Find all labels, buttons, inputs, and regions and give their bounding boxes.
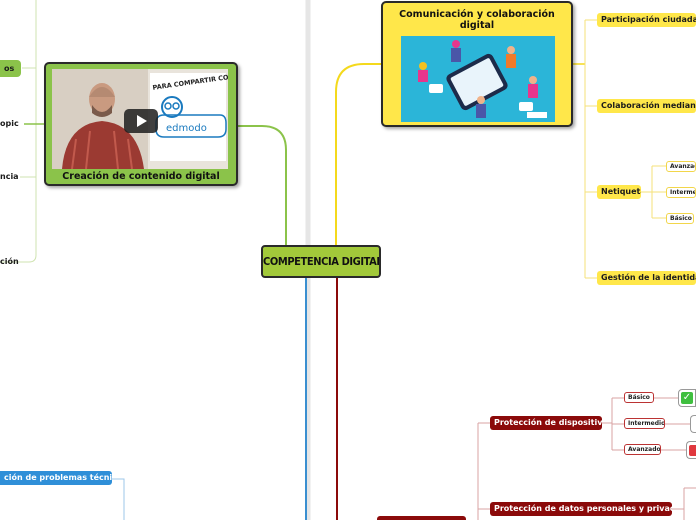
red-item-data-protection[interactable]: Protección de datos personales y privaci… [490,502,672,516]
video-thumbnail[interactable]: PARA COMPARTIR CONTENIDOS edmodo [52,69,228,169]
creation-content-card[interactable]: PARA COMPARTIR CONTENIDOS edmodo Creació… [44,62,238,186]
warning-badge-icon [686,441,696,459]
creation-card-title: Creación de contenido digital [62,171,220,182]
creation-item-1[interactable]: os [0,60,21,77]
communication-illustration [401,36,555,122]
creation-item-2[interactable]: opic [0,119,19,128]
device-level-basic[interactable]: Básico [624,392,654,403]
netiquette-level-basic[interactable]: Básico [666,213,694,224]
yellow-item-collaboration[interactable]: Colaboración mediante c [597,99,696,113]
netiquette-level-intermediate[interactable]: Interme [666,187,696,198]
edmodo-logo-text: edmodo [166,123,207,134]
netiquette-level-advanced[interactable]: Avanzad [666,161,696,172]
red-item-device-protection[interactable]: Protección de dispositivos [490,416,602,430]
video-thumbnail-image: PARA COMPARTIR CONTENIDOS edmodo [52,69,228,169]
checkmark-icon: ✓ [678,389,696,407]
communication-card-title: Comunicación y colaboración digital [399,9,555,31]
yellow-item-identity[interactable]: Gestión de la identidad d [597,271,696,285]
device-level-advanced[interactable]: Avanzado [624,444,661,455]
partial-box-icon [690,415,696,433]
communication-card[interactable]: Comunicación y colaboración digital [381,1,573,127]
play-button-icon[interactable] [124,109,158,133]
central-topic[interactable]: COMPETENCIA DIGITAL [261,245,381,278]
creation-item-3[interactable]: ncias [0,172,19,181]
yellow-item-netiquette[interactable]: Netiqueta [597,185,641,199]
device-level-intermediate[interactable]: Intermedio [624,418,665,429]
yellow-item-participation[interactable]: Participación ciudadana [597,13,696,27]
blue-item-technical-problems[interactable]: ción de problemas técnicos [0,471,112,485]
security-central-tab[interactable] [377,516,466,520]
creation-item-4[interactable]: ción [0,257,19,266]
